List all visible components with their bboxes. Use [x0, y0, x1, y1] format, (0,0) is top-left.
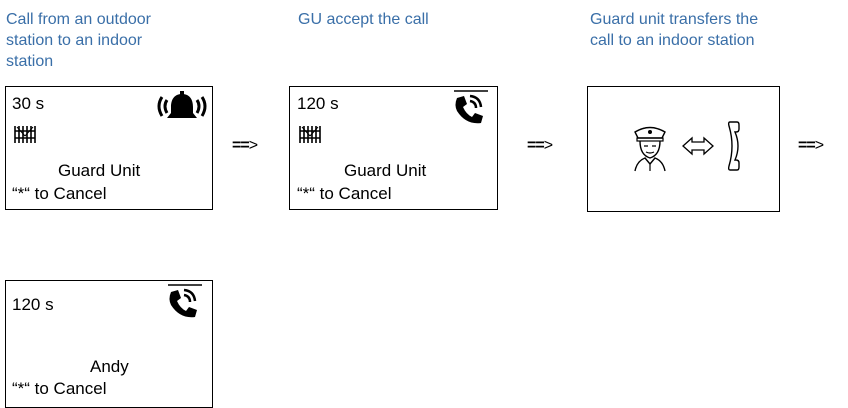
- handset-call-icon: [454, 90, 488, 124]
- screen-panel-4: 120 s Andy “*“ to Cancel: [5, 280, 213, 408]
- gate-icon: [14, 126, 36, 143]
- cancel-hint: “*“ to Cancel: [297, 184, 392, 203]
- cancel-hint: “*“ to Cancel: [12, 184, 107, 203]
- call-timer: 120 s: [297, 94, 339, 113]
- handset-call-icon: [168, 284, 202, 318]
- screen-panel-3: [587, 86, 780, 212]
- double-arrow-icon: [682, 136, 714, 156]
- handset-icon: [727, 121, 740, 171]
- call-timer: 120 s: [12, 295, 54, 314]
- step-3-caption: Guard unit transfers the call to an indo…: [590, 11, 759, 49]
- guard-icon: [634, 126, 666, 172]
- caller-name: Andy: [90, 357, 129, 376]
- call-timer: 30 s: [12, 94, 45, 113]
- step-1-caption: Call from an outdoor station to an indoo…: [6, 11, 151, 70]
- flow-arrow-2: ==>: [527, 137, 554, 154]
- ringing-bell-icon: [157, 91, 207, 118]
- screen-panel-2: 120 s Guard Unit “*“ to Cancel: [289, 86, 498, 210]
- cancel-hint: “*“ to Cancel: [12, 379, 107, 398]
- caller-name: Guard Unit: [344, 161, 427, 180]
- flow-arrow-3: ==>: [798, 137, 825, 154]
- screen-panel-1: 30 s Guard Unit “*“ to Cancel: [5, 86, 213, 210]
- gate-icon: [299, 126, 321, 143]
- step-2-caption: GU accept the call: [298, 11, 429, 28]
- flow-arrow-1: ==>: [232, 137, 259, 154]
- caller-name: Guard Unit: [58, 161, 141, 180]
